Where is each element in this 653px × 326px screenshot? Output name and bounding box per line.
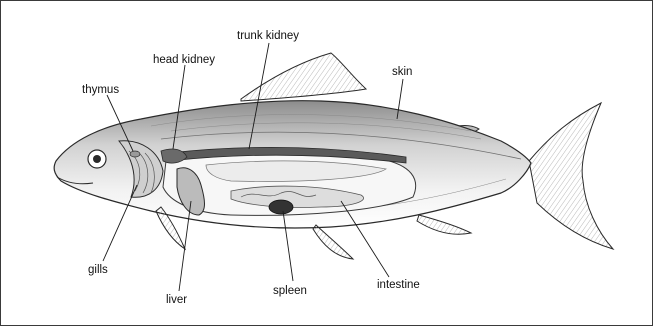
caudal-fin [529, 103, 613, 249]
label-spleen: spleen [273, 285, 307, 297]
label-intestine: intestine [377, 279, 420, 291]
spleen [269, 200, 293, 214]
label-trunk-kidney: trunk kidney [237, 30, 299, 42]
label-skin: skin [392, 66, 412, 78]
label-thymus: thymus [82, 84, 119, 96]
label-liver: liver [166, 294, 187, 306]
pelvic-fin [313, 225, 353, 259]
thymus [130, 151, 140, 157]
label-head-kidney: head kidney [153, 54, 215, 66]
anal-fin [417, 215, 471, 234]
label-gills: gills [88, 264, 108, 276]
eye-pupil [93, 155, 101, 163]
